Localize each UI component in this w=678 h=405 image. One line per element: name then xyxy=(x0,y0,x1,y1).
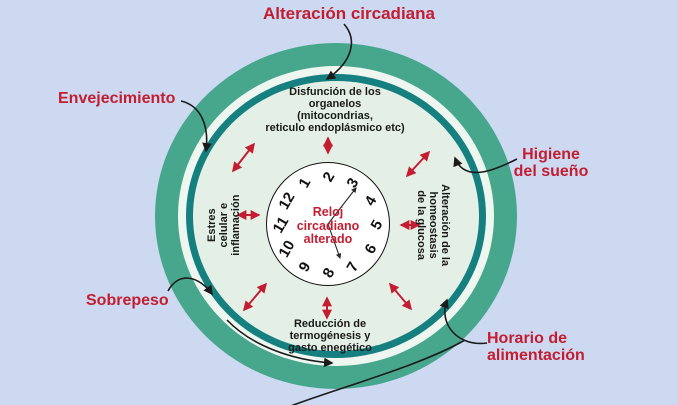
double-arrow-ne xyxy=(405,150,431,178)
label-disfuncion-organelos: Disfunción de los organelos (mitocondria… xyxy=(265,86,405,135)
label-homeostasis-glucosa: Alteración de la homeostasis de la gluco… xyxy=(414,184,452,267)
clock-hand-upper xyxy=(327,187,357,225)
double-arrow-se xyxy=(388,282,413,311)
clock-center-label: Reloj circadiano alterado xyxy=(296,205,360,246)
arrow-sobrepeso xyxy=(167,277,213,296)
double-arrow-nw xyxy=(232,142,255,173)
arrow-horario xyxy=(439,298,488,345)
arrow-alteracion-circadiana xyxy=(325,23,353,80)
label-reduccion-termogenesis: Reducción de termogénesis y gasto enegét… xyxy=(288,318,372,355)
arrow-higiene xyxy=(453,156,518,174)
double-arrow-sw xyxy=(242,282,268,312)
label-alteracion-circadiana: Alteración circadiana xyxy=(263,4,435,23)
label-horario-alimentacion: Horario de alimentación xyxy=(487,330,585,364)
label-estres-celular: Estres celular e inflamación xyxy=(205,194,243,256)
curve-bottom-tail xyxy=(291,339,466,405)
clock-hand-lower xyxy=(327,223,342,260)
radial-double-arrows xyxy=(232,136,431,320)
arrow-bottom-sweep xyxy=(226,319,334,368)
label-higiene-del-sueno: Higiene del sueño xyxy=(513,146,589,180)
arrow-envejecimiento xyxy=(180,100,212,153)
label-sobrepeso: Sobrepeso xyxy=(86,292,169,309)
connector-arrows xyxy=(167,23,518,405)
label-envejecimiento: Envejecimiento xyxy=(58,90,176,107)
